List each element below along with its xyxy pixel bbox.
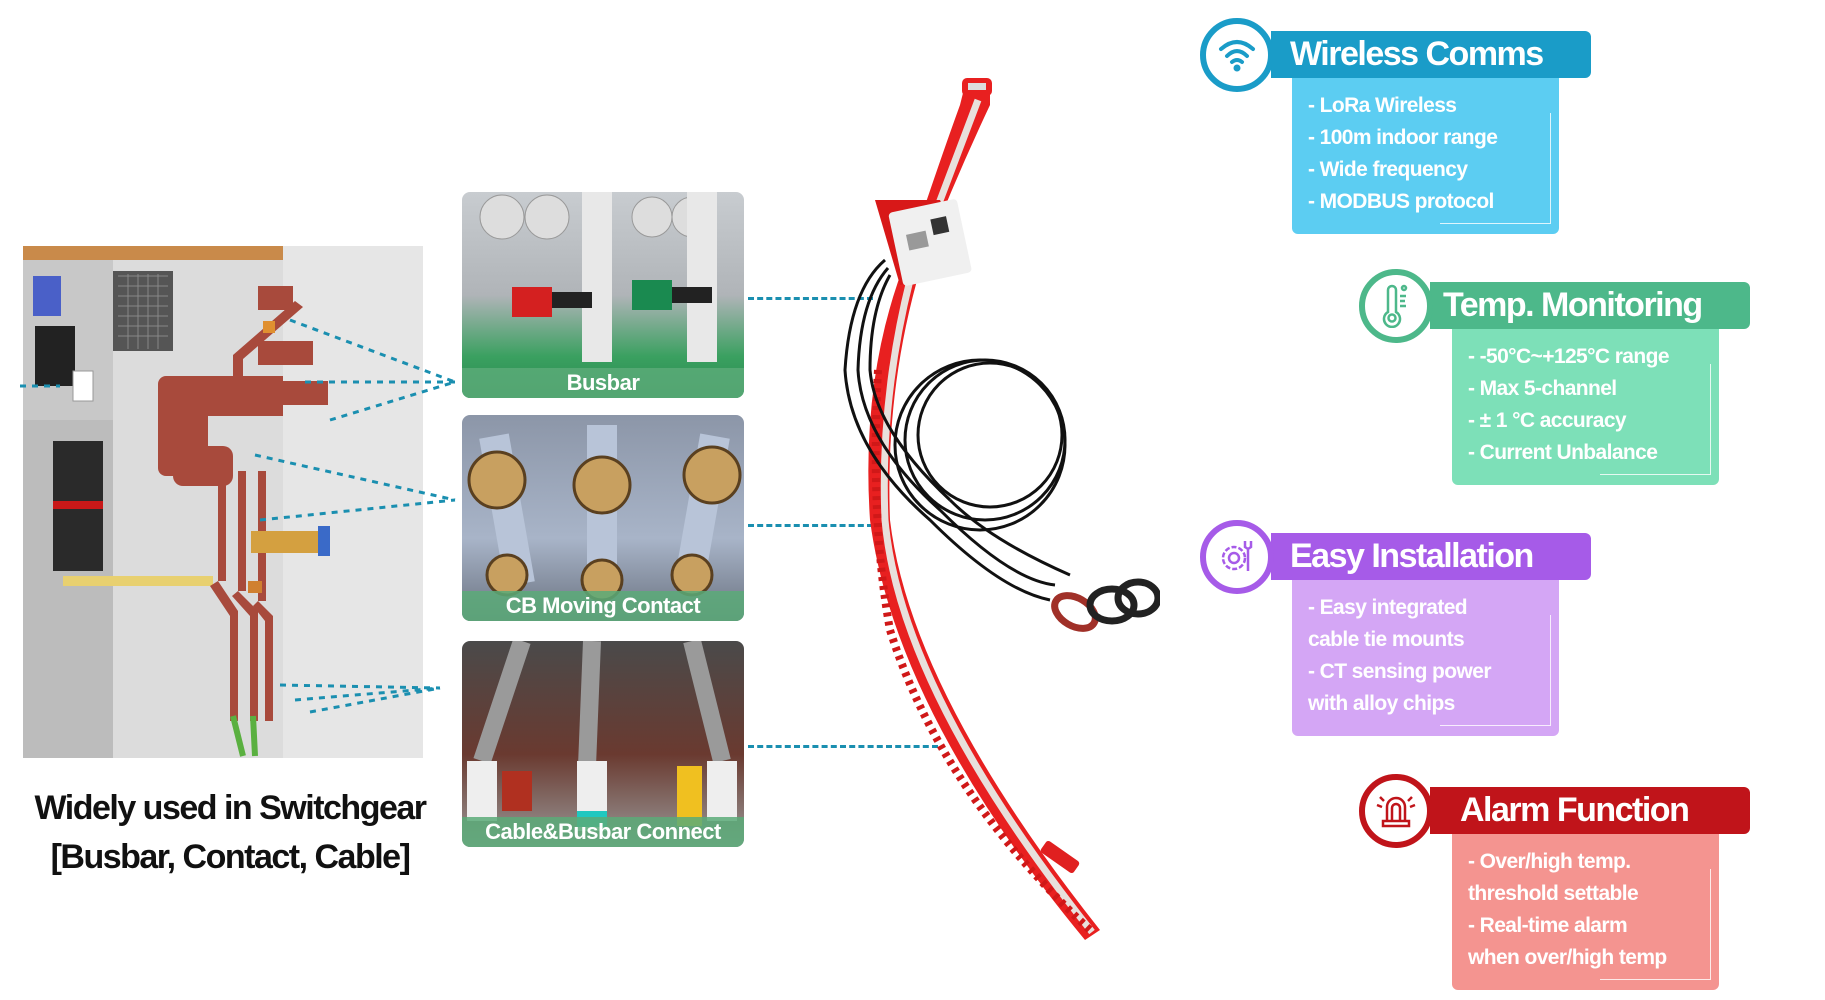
feature-line: - Max 5-channel: [1468, 377, 1617, 400]
feature-title-bar-wireless: [1271, 31, 1591, 78]
wifi-icon: [1200, 18, 1274, 92]
feature-title-temp: Temp. Monitoring: [1443, 286, 1703, 324]
photo-label-cable-busbar-connect: Cable&Busbar Connect: [462, 817, 744, 847]
feature-line: - Over/high temp.: [1468, 850, 1631, 873]
caption-line-2: [Busbar, Contact, Cable]: [50, 838, 411, 876]
feature-line: - -50°C~+125°C range: [1468, 345, 1670, 368]
temperature-sensor-product: [843, 78, 1160, 940]
cable-connect-image: [467, 641, 737, 831]
busbar-image: [479, 192, 717, 362]
feature-line: - Easy integrated: [1308, 596, 1468, 619]
leader-line-busbar: [748, 297, 873, 300]
feature-title-bar-temp: [1430, 282, 1750, 329]
thermometer-icon: [1359, 269, 1433, 343]
photo-busbar: Busbar: [462, 192, 744, 398]
feature-body-installation: - Easy integrated cable tie mounts - CT …: [1292, 580, 1559, 736]
feature-body-temp: - -50°C~+125°C range - Max 5-channel - ±…: [1452, 329, 1719, 485]
feature-line: - Real-time alarm: [1468, 914, 1628, 937]
feature-body-wireless: - LoRa Wireless - 100m indoor range - Wi…: [1292, 78, 1559, 234]
feature-title-alarm: Alarm Function: [1460, 791, 1690, 829]
caption-line-1: Widely used in Switchgear: [34, 789, 427, 827]
feature-title-bar-installation: [1271, 533, 1591, 580]
photo-cable-busbar-connect: Cable&Busbar Connect: [462, 641, 744, 847]
feature-line: - ± 1 °C accuracy: [1468, 409, 1627, 432]
feature-line: - LoRa Wireless: [1308, 94, 1457, 117]
feature-title-bar-alarm: [1430, 787, 1750, 834]
feature-body-alarm: - Over/high temp. threshold settable - R…: [1452, 834, 1719, 990]
feature-line: with alloy chips: [1308, 692, 1455, 715]
feature-line: - 100m indoor range: [1308, 126, 1498, 149]
feature-line: - MODBUS protocol: [1308, 190, 1494, 213]
leader-line-cable: [748, 745, 938, 748]
photo-cb-moving-contact: CB Moving Contact: [462, 415, 744, 621]
switchgear-illustration: [23, 246, 423, 758]
feature-line: threshold settable: [1468, 882, 1639, 905]
alarm-light-icon: [1359, 774, 1433, 848]
feature-title-wireless: Wireless Comms: [1290, 35, 1544, 73]
gear-wrench-icon: [1200, 520, 1274, 594]
cb-contact-image: [467, 425, 742, 602]
feature-line: - Current Unbalance: [1468, 441, 1658, 464]
feature-line: cable tie mounts: [1308, 628, 1465, 651]
feature-line: - Wide frequency: [1308, 158, 1468, 181]
leader-lines-left: [20, 318, 456, 714]
feature-title-installation: Easy Installation: [1290, 537, 1534, 575]
photo-label-cb-moving-contact: CB Moving Contact: [462, 591, 744, 621]
feature-line: when over/high temp: [1468, 946, 1667, 969]
leader-line-contact: [748, 524, 873, 527]
photo-label-busbar: Busbar: [462, 368, 744, 398]
feature-line: - CT sensing power: [1308, 660, 1491, 683]
